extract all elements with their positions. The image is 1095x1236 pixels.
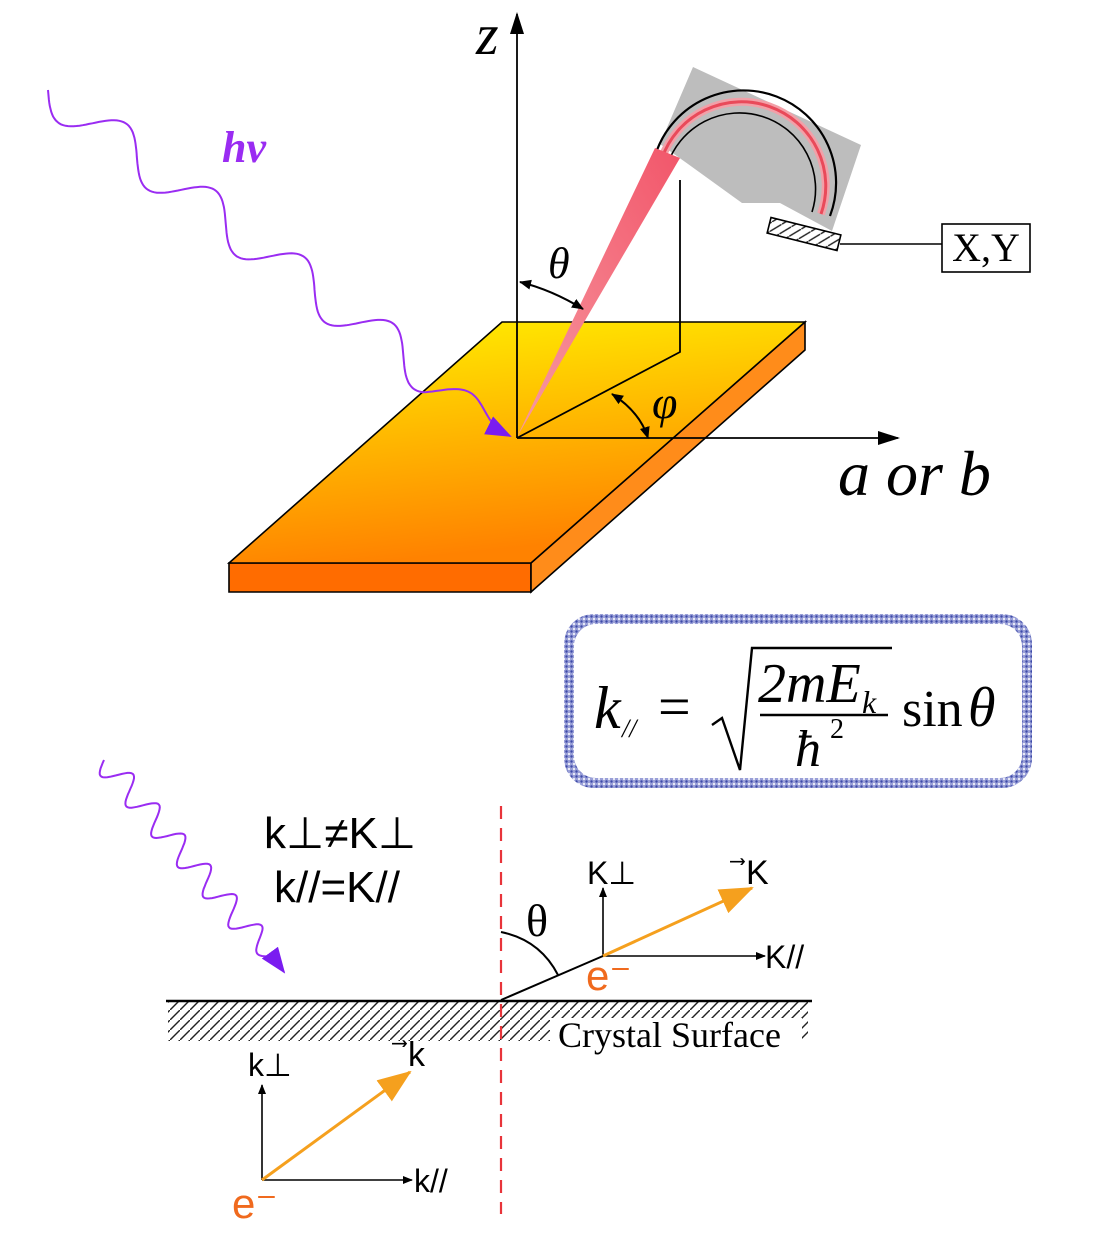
outside-electron-label: e⁻ (586, 952, 632, 999)
emission-line (500, 955, 604, 1001)
inside-electron-label: e⁻ (232, 1180, 278, 1227)
formula-equals: = (658, 674, 691, 739)
K-vector (602, 886, 754, 958)
K-perp-label: K⊥ (587, 855, 636, 891)
relation-par: k//=K// (274, 863, 401, 912)
formula-angle: θ (968, 677, 996, 739)
k-perp-label: k⊥ (248, 1047, 292, 1083)
k-vector-label: ⃗k (392, 1036, 426, 1074)
formula-lhs-subscript: // (620, 714, 639, 743)
formula-denominator-power: 2 (830, 714, 844, 745)
photon-label: hν (222, 123, 266, 172)
xy-output-label: X,Y (952, 225, 1020, 270)
phi-label: φ (652, 377, 677, 428)
crystal-sample (226, 320, 808, 594)
emission-projection (516, 180, 681, 439)
crystal-surface-label: Crystal Surface (558, 1015, 781, 1055)
K-vector-label: ⃗K (730, 854, 769, 892)
phi-arc (611, 393, 650, 439)
formula-numerator-subscript: k (862, 684, 877, 720)
formula-trig: sin (902, 681, 963, 738)
photoelectron-beam (517, 148, 680, 437)
z-axis-label: z (475, 2, 499, 67)
formula-denominator: ħ (795, 721, 821, 778)
formula-sqrt (711, 646, 892, 771)
theta-arc-bottom (500, 931, 559, 976)
photon-wave (47, 89, 512, 437)
photon-wave-bottom (98, 759, 286, 974)
K-par-label: K// (765, 939, 804, 975)
formula-box: k // = 2mE k ħ 2 sin θ (564, 614, 1032, 788)
theta-arc (519, 279, 584, 310)
xy-output-box (941, 223, 1031, 273)
formula-numerator: 2mE (758, 653, 861, 715)
k-par-label: k// (414, 1163, 448, 1199)
detector (766, 216, 842, 252)
theta-label-bottom: θ (526, 895, 548, 946)
k-vector (261, 1070, 412, 1182)
theta-label: θ (548, 239, 570, 288)
formula-lhs: k (594, 675, 622, 741)
electron-analyzer (655, 67, 861, 252)
relation-perp: k⊥≠K⊥ (264, 809, 416, 858)
in-plane-axis-label: a or b (838, 438, 991, 509)
